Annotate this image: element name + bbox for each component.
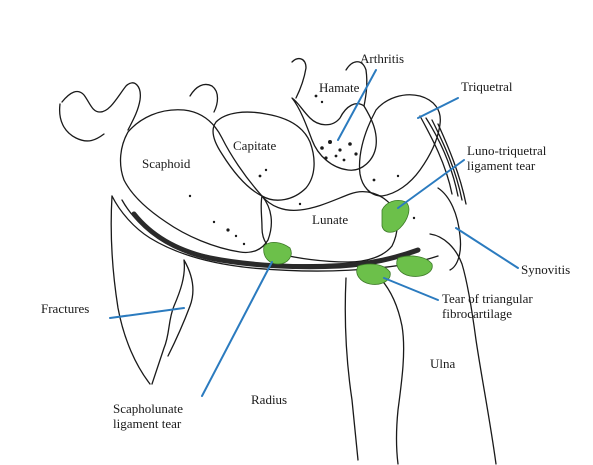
- metacarpal-left-outline: [62, 83, 140, 130]
- luno-triquetral-injury-mark: [382, 200, 409, 232]
- triquetral-leader: [418, 98, 458, 118]
- ulna-outline-left: [378, 276, 404, 464]
- metacarpal-capitate-top: [190, 84, 218, 112]
- triquetral-outline: [360, 95, 441, 196]
- fracture-line: [152, 260, 193, 384]
- label-luno-triquetral-ligament-tear: Luno-triquetral ligament tear: [467, 143, 546, 173]
- capitate-outline: [213, 112, 314, 200]
- label-lunate: Lunate: [312, 212, 348, 227]
- metacarpal-second-outline: [60, 104, 104, 141]
- label-triquetral: Triquetral: [461, 79, 513, 94]
- label-luno-triquetral-line-1: Luno-triquetral: [467, 143, 546, 158]
- label-fractures: Fractures: [41, 301, 89, 316]
- label-scaphoid: Scaphoid: [142, 156, 190, 171]
- radius-articular-surface-inner: [122, 200, 384, 265]
- fractures-leader: [110, 308, 184, 318]
- label-radius: Radius: [251, 392, 287, 407]
- label-arthritis: Arthritis: [360, 51, 404, 66]
- label-synovitis: Synovitis: [521, 262, 570, 277]
- scaphoid-outline: [121, 110, 272, 253]
- ulna-outline-right: [430, 234, 496, 464]
- leader-lines: [110, 70, 518, 396]
- scapholunate-injury-mark: [264, 242, 292, 264]
- label-luno-triquetral-line-2: ligament tear: [467, 158, 546, 173]
- synovitis-leader: [456, 228, 518, 268]
- metacarpal-hamate-left: [292, 59, 306, 98]
- label-hamate: Hamate: [319, 80, 359, 95]
- label-capitate: Capitate: [233, 138, 276, 153]
- scapholunate-leader: [202, 262, 272, 396]
- label-scapholunate-line-2: ligament tear: [113, 416, 183, 431]
- radius-shaft-right: [345, 278, 358, 460]
- label-ulna: Ulna: [430, 356, 455, 371]
- label-tear-tfc-line-1: Tear of triangular: [442, 291, 533, 306]
- label-scapholunate-ligament-tear: Scapholunate ligament tear: [113, 401, 183, 431]
- label-tear-tfc-line-2: fibrocartilage: [442, 306, 533, 321]
- label-scapholunate-line-1: Scapholunate: [113, 401, 183, 416]
- label-tear-triangular-fibrocartilage: Tear of triangular fibrocartilage: [442, 291, 533, 321]
